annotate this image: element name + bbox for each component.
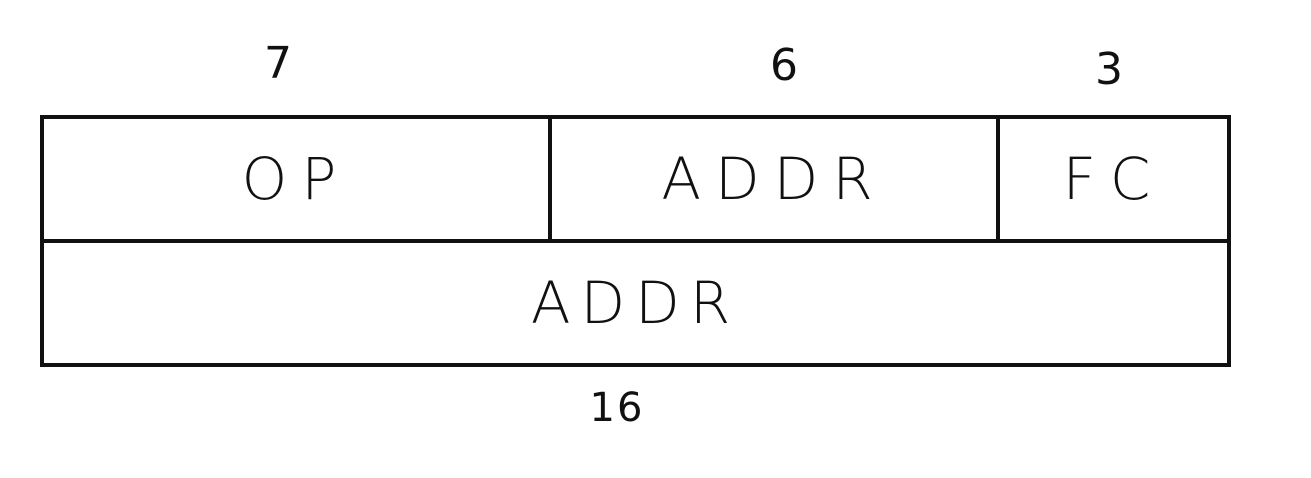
field-addr: ADDR (552, 119, 1000, 239)
first-word-row: OP ADDR FC (44, 119, 1227, 243)
bit-width-second-word: 16 (589, 385, 645, 431)
field-addr-second-word: ADDR (530, 269, 741, 337)
field-fc: FC (1062, 145, 1165, 213)
bit-width-op: 7 (264, 38, 294, 89)
second-word-row: ADDR (44, 243, 1227, 363)
field-op: OP (44, 119, 552, 239)
instruction-format-frame: OP ADDR FC ADDR (40, 115, 1231, 367)
bit-width-addr: 6 (770, 40, 800, 91)
bit-width-fc: 3 (1095, 44, 1125, 95)
